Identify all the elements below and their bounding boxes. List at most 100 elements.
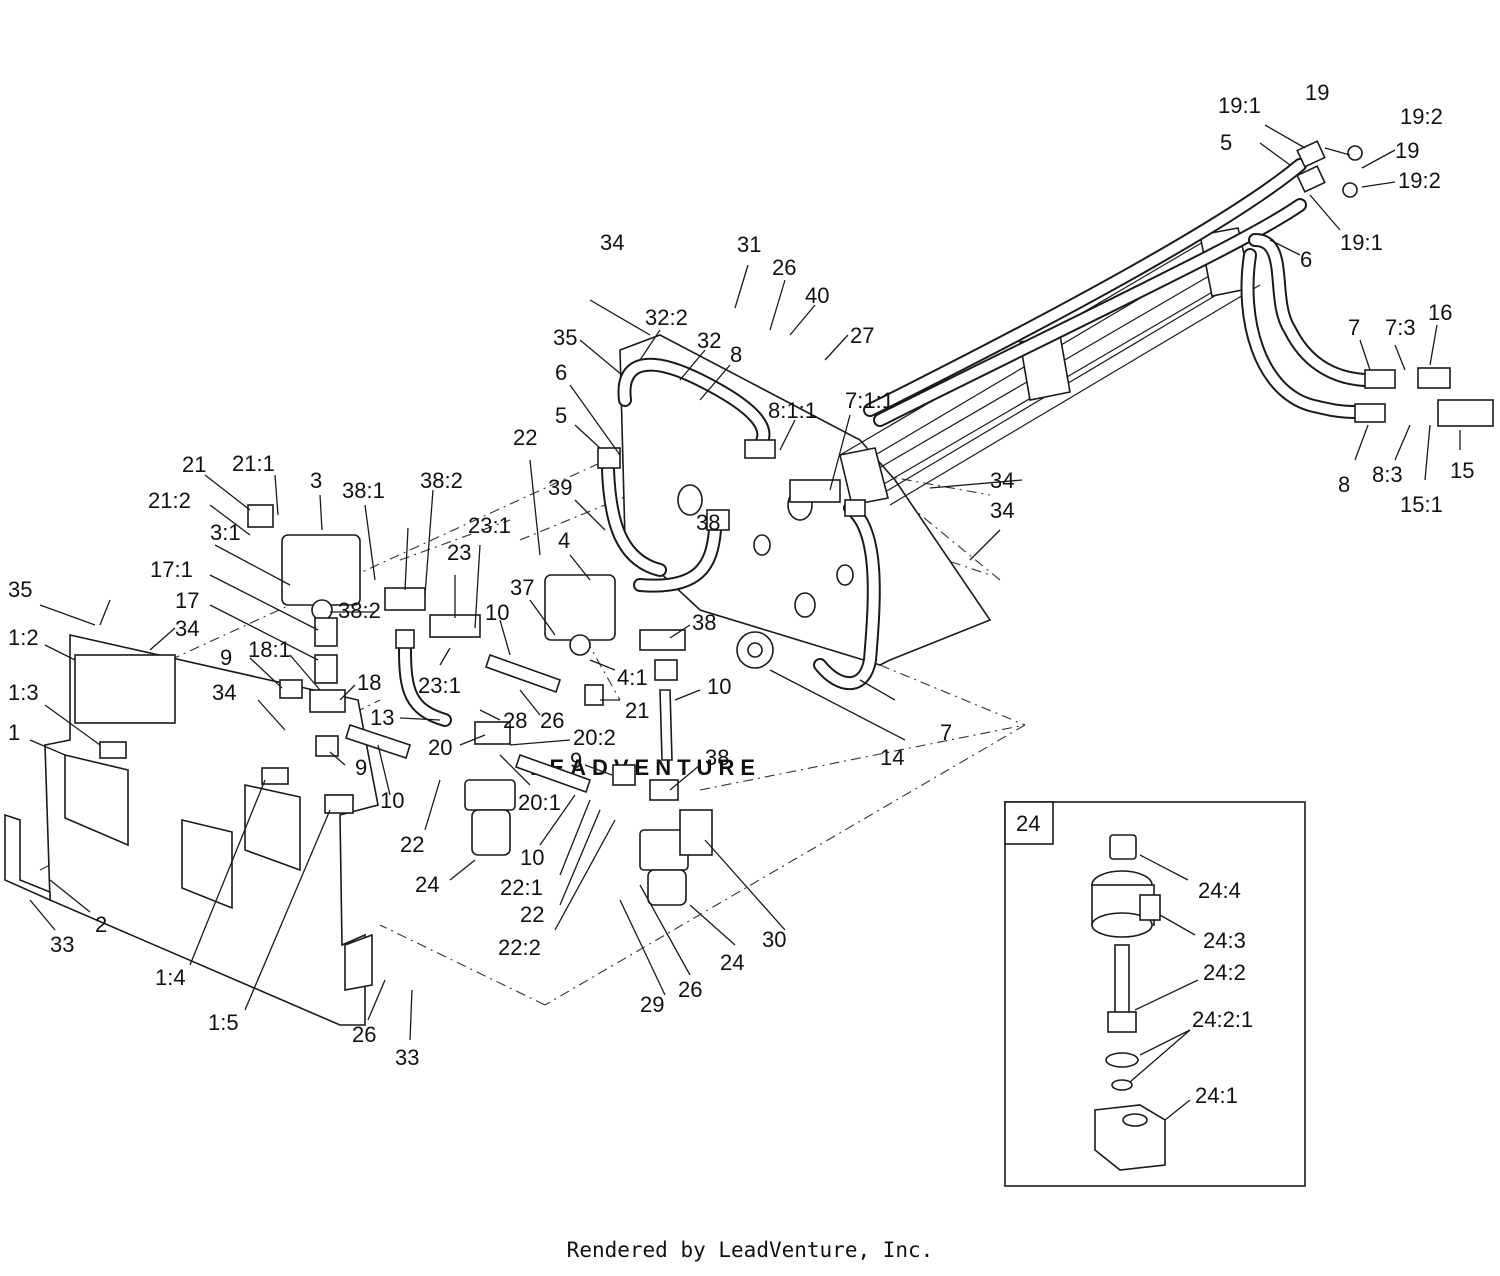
- leader-lines: [29, 124, 1461, 1121]
- callout-label: 9: [355, 755, 367, 780]
- callout-label: 38: [696, 510, 720, 535]
- callout-label: 17: [175, 588, 199, 613]
- callout-label: 22: [513, 425, 537, 450]
- callout-label: 40: [805, 283, 829, 308]
- callout-label: 22:1: [500, 875, 543, 900]
- pipes: [345, 653, 673, 794]
- callout-label: 18:1: [248, 637, 291, 662]
- callout-label: 22:2: [498, 935, 541, 960]
- callout-label: 4: [558, 528, 570, 553]
- callout-label: 5: [1220, 130, 1232, 155]
- callout-label: 2: [95, 912, 107, 937]
- callout-label: 35: [553, 325, 577, 350]
- callout-label: 19:1: [1340, 230, 1383, 255]
- callout-label: 18: [357, 670, 381, 695]
- callout-label: 29: [640, 992, 664, 1017]
- callout-label: 19:2: [1398, 168, 1441, 193]
- callout-label: 9: [570, 748, 582, 773]
- callout-label: 1:3: [8, 680, 39, 705]
- callout-label: 15: [1450, 458, 1474, 483]
- callout-label: 20:2: [573, 725, 616, 750]
- callout-label: 26: [772, 255, 796, 280]
- callout-label: 3:1: [210, 520, 241, 545]
- callout-label: 7: [1348, 315, 1360, 340]
- callout-label: 1: [8, 720, 20, 745]
- callout-label: 37: [510, 575, 534, 600]
- callout-label: 14: [880, 745, 904, 770]
- callout-label: 26: [540, 708, 564, 733]
- callout-label: 23:1: [418, 673, 461, 698]
- callout-label: 21: [182, 452, 206, 477]
- callout-label: 24:2:1: [1192, 1007, 1253, 1032]
- callout-label: 22: [400, 832, 424, 857]
- callout-label: 8: [1338, 472, 1350, 497]
- callout-label: 6: [1300, 247, 1312, 272]
- callout-label: 22: [520, 902, 544, 927]
- callout-label: 33: [395, 1045, 419, 1070]
- callout-label: 34: [600, 230, 624, 255]
- callout-label: 34: [212, 680, 236, 705]
- callout-label: 26: [352, 1022, 376, 1047]
- callout-label: 4:1: [617, 665, 648, 690]
- callout-label: 28: [503, 708, 527, 733]
- callout-label: 8:1:1: [768, 398, 817, 423]
- hose-end-fittings: [597, 140, 1494, 531]
- hoses: [398, 158, 1372, 727]
- callout-label: 10: [520, 845, 544, 870]
- callout-label: 1:4: [155, 965, 186, 990]
- callout-label: 24: [720, 950, 744, 975]
- callout-label: 21: [625, 698, 649, 723]
- callout-label: 23: [447, 540, 471, 565]
- callout-label: 19:1: [1218, 93, 1261, 118]
- inset-title: 24: [1016, 811, 1040, 836]
- callout-label: 10: [380, 788, 404, 813]
- callout-label: 21:2: [148, 488, 191, 513]
- callout-label: 15:1: [1400, 492, 1443, 517]
- callout-label: 17:1: [150, 557, 193, 582]
- solenoid-valves: [464, 779, 713, 906]
- callout-label: 38:2: [338, 598, 381, 623]
- callout-label: 32: [697, 328, 721, 353]
- callout-label: 7:3: [1385, 315, 1416, 340]
- callout-label: 38: [705, 745, 729, 770]
- callout-label: 31: [737, 232, 761, 257]
- callout-label: 24:3: [1203, 928, 1246, 953]
- callout-label: 24:2: [1203, 960, 1246, 985]
- callout-label: 9: [220, 645, 232, 670]
- valves-and-fittings: [247, 504, 774, 801]
- callout-label: 33: [50, 932, 74, 957]
- callout-label: 34: [175, 616, 199, 641]
- callout-label: 32:2: [645, 305, 688, 330]
- callout-label: 10: [707, 674, 731, 699]
- callout-label: 3: [310, 468, 322, 493]
- callout-label: 24:1: [1195, 1083, 1238, 1108]
- callout-label: 34: [990, 468, 1014, 493]
- callout-label: 38:2: [420, 468, 463, 493]
- callout-label: 7: [940, 720, 952, 745]
- callout-label: 20: [428, 735, 452, 760]
- callout-label: 1:5: [208, 1010, 239, 1035]
- callout-label: 24: [415, 872, 439, 897]
- callout-label: 10: [485, 600, 509, 625]
- callout-label: 8:3: [1372, 462, 1403, 487]
- front-shield: [4, 633, 379, 1026]
- callout-label: 21:1: [232, 451, 275, 476]
- callout-label: 30: [762, 927, 786, 952]
- callout-label: 34: [990, 498, 1014, 523]
- callout-label: 26: [678, 977, 702, 1002]
- callout-label: 13: [370, 705, 394, 730]
- callout-label: 1:2: [8, 625, 39, 650]
- callout-label: 38: [692, 610, 716, 635]
- callout-label: 23:1: [468, 513, 511, 538]
- callout-label: 19: [1395, 138, 1419, 163]
- inset-24: 24: [1004, 801, 1306, 1187]
- callout-label: 24:4: [1198, 878, 1241, 903]
- callout-label: 19:2: [1400, 104, 1443, 129]
- callout-label: 19: [1305, 80, 1329, 105]
- callout-label: 6: [555, 360, 567, 385]
- callout-label: 27: [850, 323, 874, 348]
- callout-label: 5: [555, 403, 567, 428]
- callout-label: 16: [1428, 300, 1452, 325]
- callout-label: 35: [8, 577, 32, 602]
